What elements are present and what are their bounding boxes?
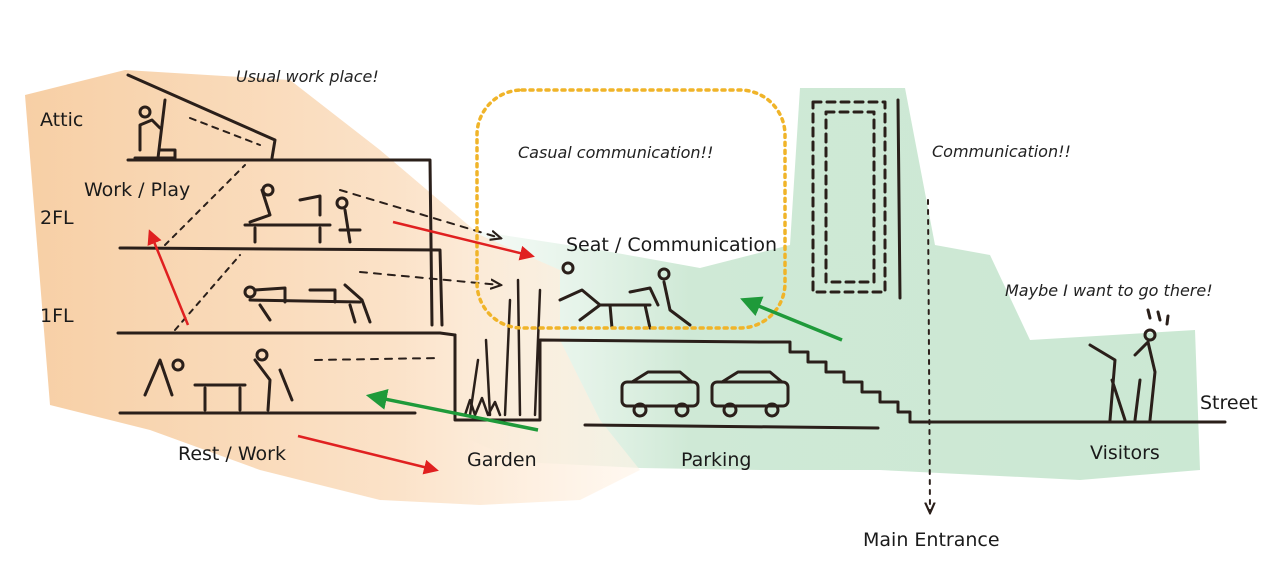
orange-wash [25, 70, 640, 505]
entrance-line [928, 199, 930, 512]
zone-main-entrance: Main Entrance [863, 529, 1000, 551]
level-2fl: 2FL [40, 207, 74, 229]
note-usual-work-place: Usual work place! [236, 67, 379, 86]
note-communication: Communication!! [932, 142, 1071, 161]
building-frame [116, 158, 762, 422]
red-arrows [147, 220, 535, 475]
zone-rest-work: Rest / Work [178, 443, 286, 465]
note-maybe-go-there: Maybe I want to go there! [1005, 281, 1213, 300]
zone-street: Street [1200, 392, 1258, 414]
zone-seat-communication: Seat / Communication [566, 234, 778, 256]
zone-parking: Parking [681, 449, 752, 471]
visitors-figures [1088, 308, 1170, 422]
parked-cars [583, 370, 880, 430]
neighbor-building-outline [811, 100, 887, 294]
green-arrows [365, 296, 843, 432]
zone-visitors: Visitors [1090, 442, 1160, 464]
zone-garden: Garden [467, 449, 537, 471]
steps [758, 340, 1227, 424]
focus-box [475, 88, 787, 330]
people-sketches [133, 105, 692, 412]
note-casual-communication: Casual communication!! [518, 143, 714, 162]
level-attic: Attic [40, 109, 84, 131]
attic-view-line [189, 117, 261, 146]
zone-work-play: Work / Play [84, 179, 191, 201]
level-1fl: 1FL [40, 305, 74, 327]
neighbor-wall [896, 98, 902, 300]
garden-plants [463, 278, 542, 417]
